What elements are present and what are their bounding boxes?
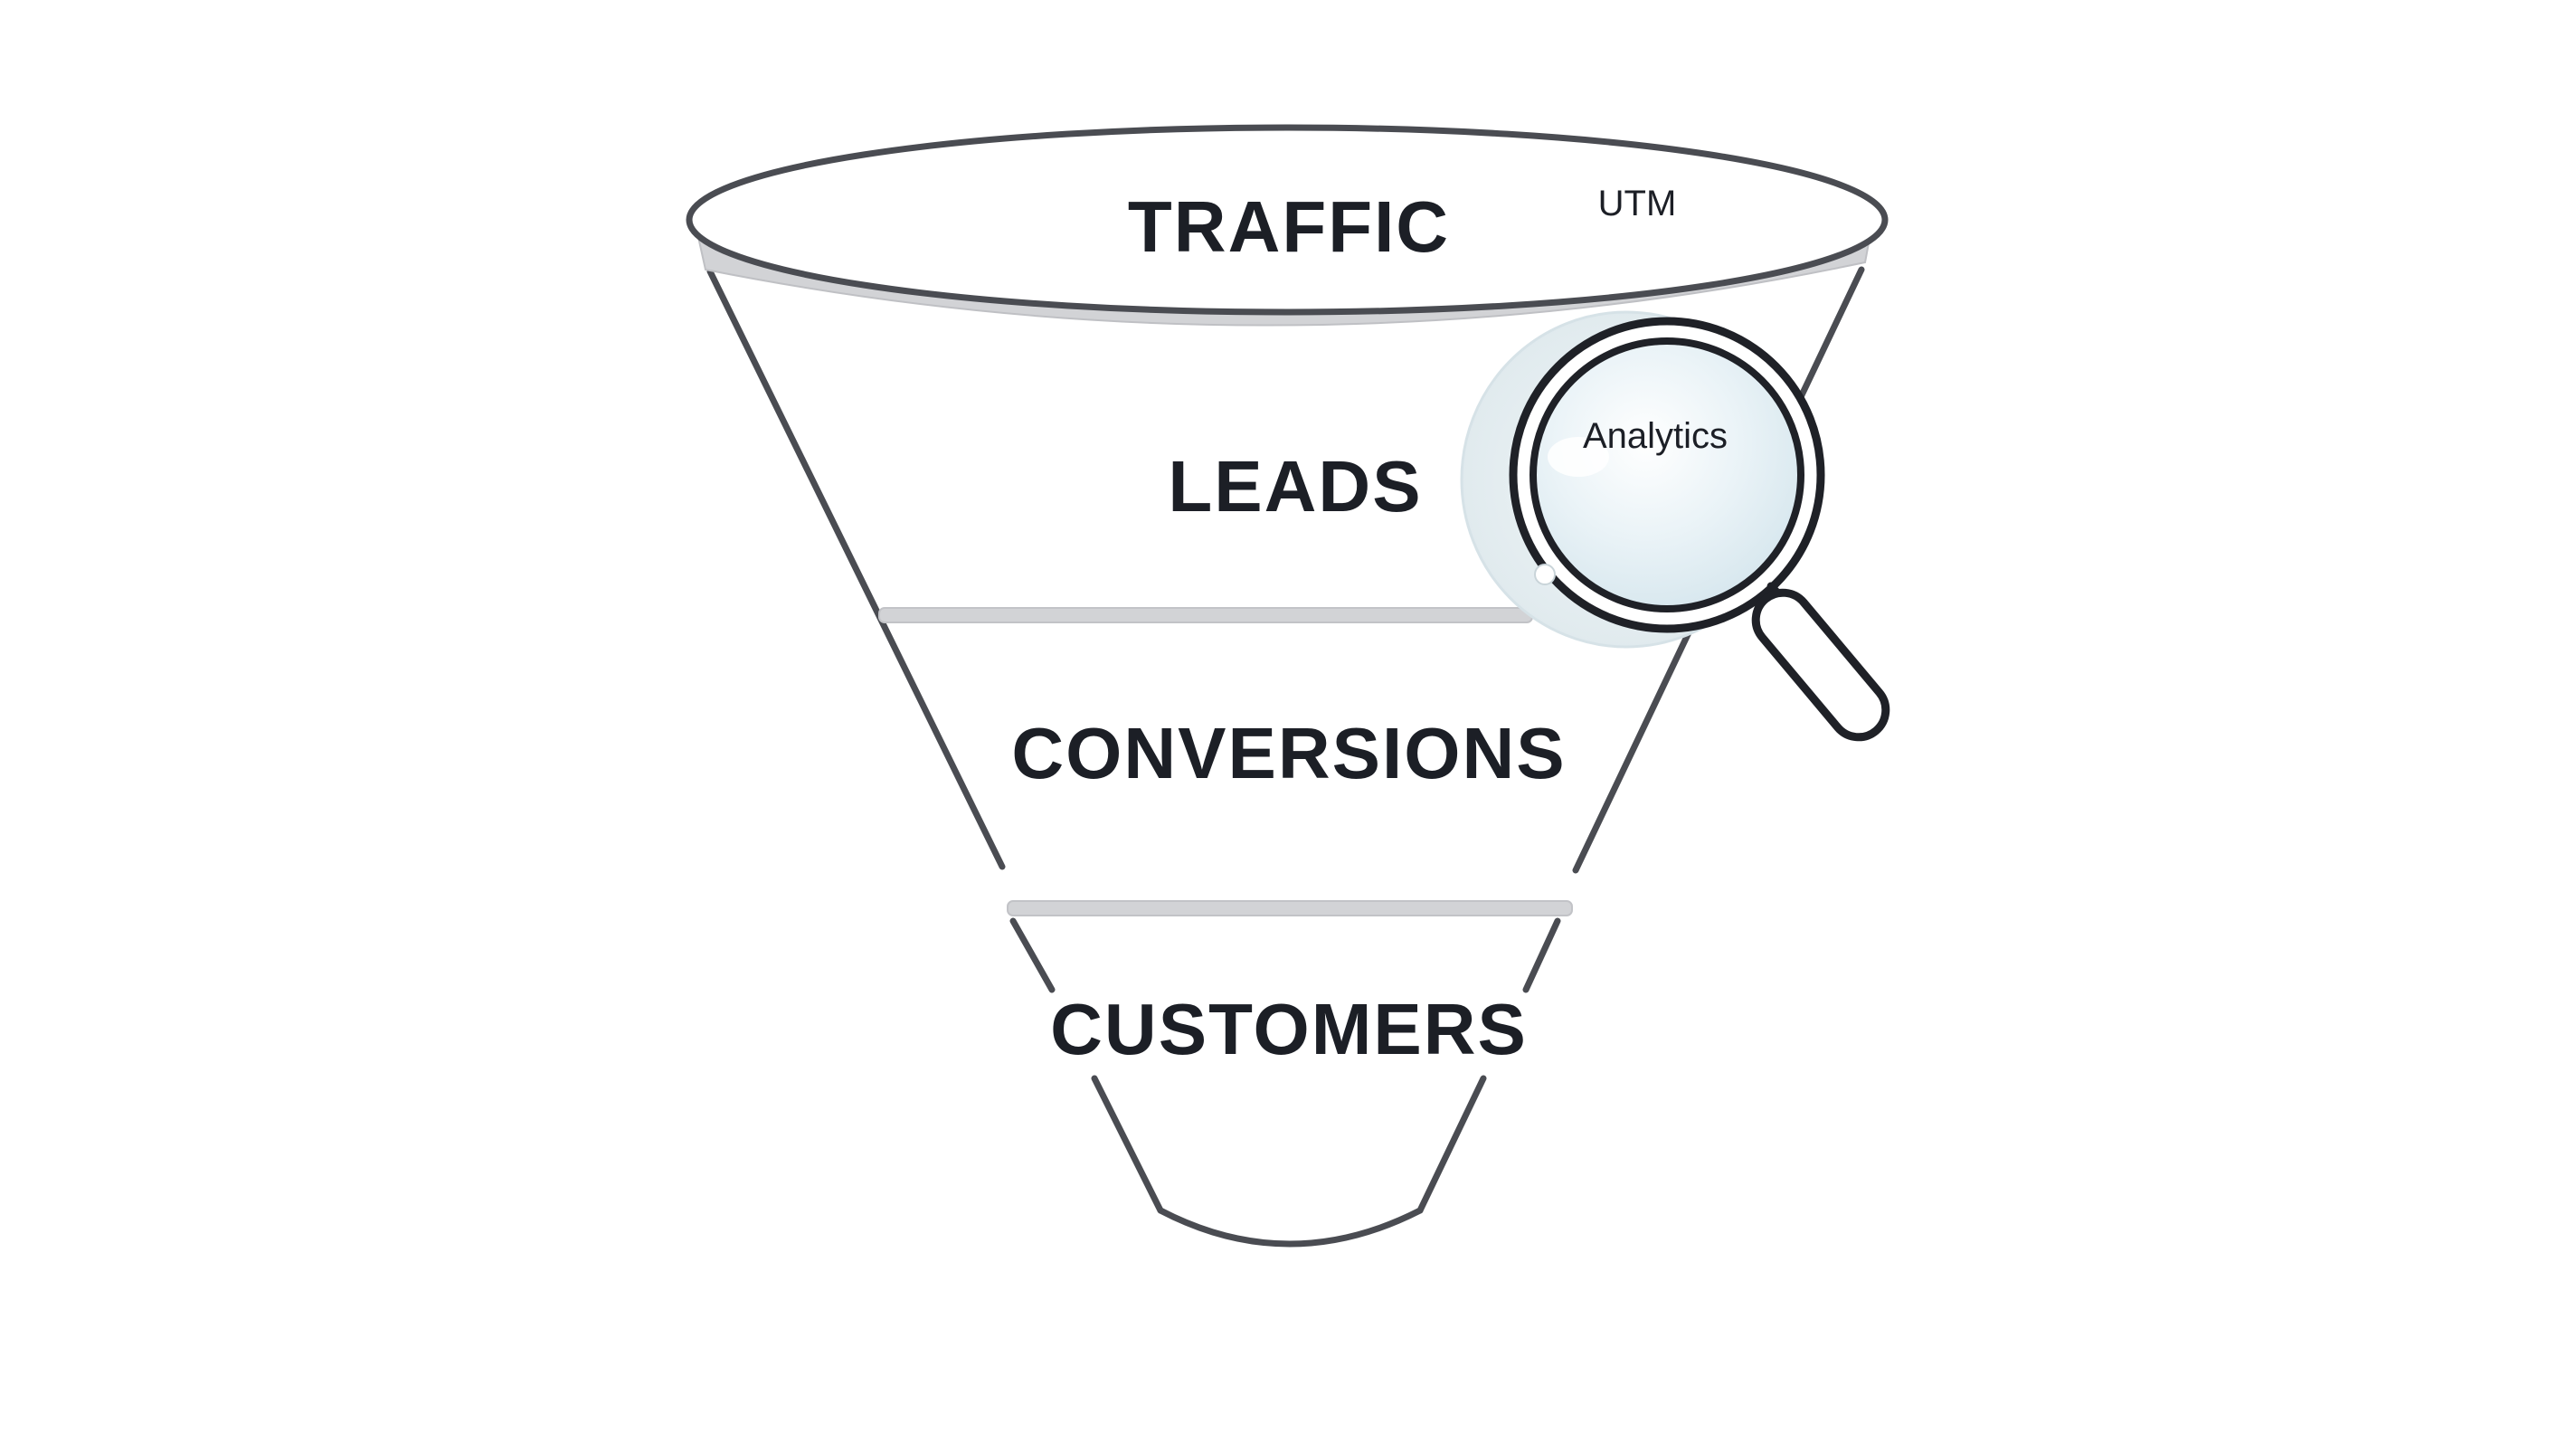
funnel-walls [706,266,1865,1248]
stage-label-conversions: CONVERSIONS [1011,713,1566,793]
funnel-wall-right-mid [1522,917,1561,993]
funnel-wall-left-top [706,268,1006,870]
analytics-label: Analytics [1583,416,1728,456]
funnel-top-rim [686,124,1889,316]
funnel-wall-left-bottom [1091,1075,1164,1214]
utm-label: UTM [1598,184,1677,223]
magnifier-sparkle [1534,564,1556,585]
magnifying-glass-icon: Analytics [1460,310,1890,742]
stage-labels: TRAFFIC LEADS CONVERSIONS CUSTOMERS [1011,186,1566,1069]
stage-label-leads: LEADS [1168,446,1422,527]
funnel-wall-left-mid [1009,917,1056,993]
band-conversions-customers [1007,900,1573,916]
magnifier-glare [1548,437,1609,477]
band-leads-conversions [878,607,1533,623]
stage-label-customers: CUSTOMERS [1050,989,1528,1069]
stage-label-traffic: TRAFFIC [1128,186,1450,267]
funnel-wall-right-bottom [1416,1075,1487,1214]
funnel-bottom-curve [1157,1207,1424,1248]
magnifier-handle [1751,588,1890,742]
magnifier-inner-ring [1530,337,1804,612]
